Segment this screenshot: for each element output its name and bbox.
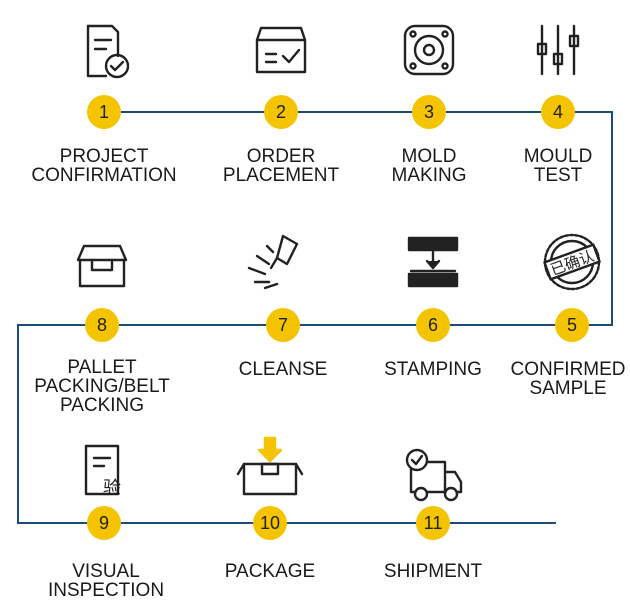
step-number-5: 5 [555,308,589,342]
step-label-9: VISUAL INSPECTION [47,561,165,601]
step-number-2: 2 [264,95,298,129]
delivery-truck-icon [405,448,463,502]
step-number-8: 8 [85,308,119,342]
confirmed-stamp-icon [543,233,601,291]
package-arrow-icon [236,436,304,496]
step-number-4: 4 [541,95,575,129]
pallet-box-icon [76,244,128,288]
stamping-press-icon [407,236,459,288]
step-label-10: PACKAGE [224,561,316,582]
step-number-3: 3 [412,95,446,129]
step-label-5: CONFIRMED SAMPLE [510,359,626,399]
spray-icon [247,234,299,290]
inspection-doc-icon [84,444,120,496]
step-label-1: PROJECT CONFIRMATION [31,146,177,186]
step-label-11: SHIPMENT [383,561,483,582]
step-label-3: MOLD MAKING [391,146,467,186]
step-number-6: 6 [416,308,450,342]
speaker-mold-icon [403,24,455,76]
box-check-icon [255,26,307,74]
step-label-2: ORDER PLACEMENT [222,146,340,186]
step-label-7: CLEANSE [238,359,328,380]
sliders-icon [536,24,580,76]
step-number-9: 9 [87,506,121,540]
step-label-8: PALLET PACKING/BELT PACKING [34,357,170,416]
step-number-7: 7 [266,308,300,342]
step-number-1: 1 [87,95,121,129]
step-label-4: MOULD TEST [523,146,593,186]
doc-mark-text: 验 [103,478,121,499]
step-label-6: STAMPING [384,359,482,380]
document-check-icon [86,24,130,79]
step-number-11: 11 [416,506,450,540]
step-number-10: 10 [253,506,287,540]
